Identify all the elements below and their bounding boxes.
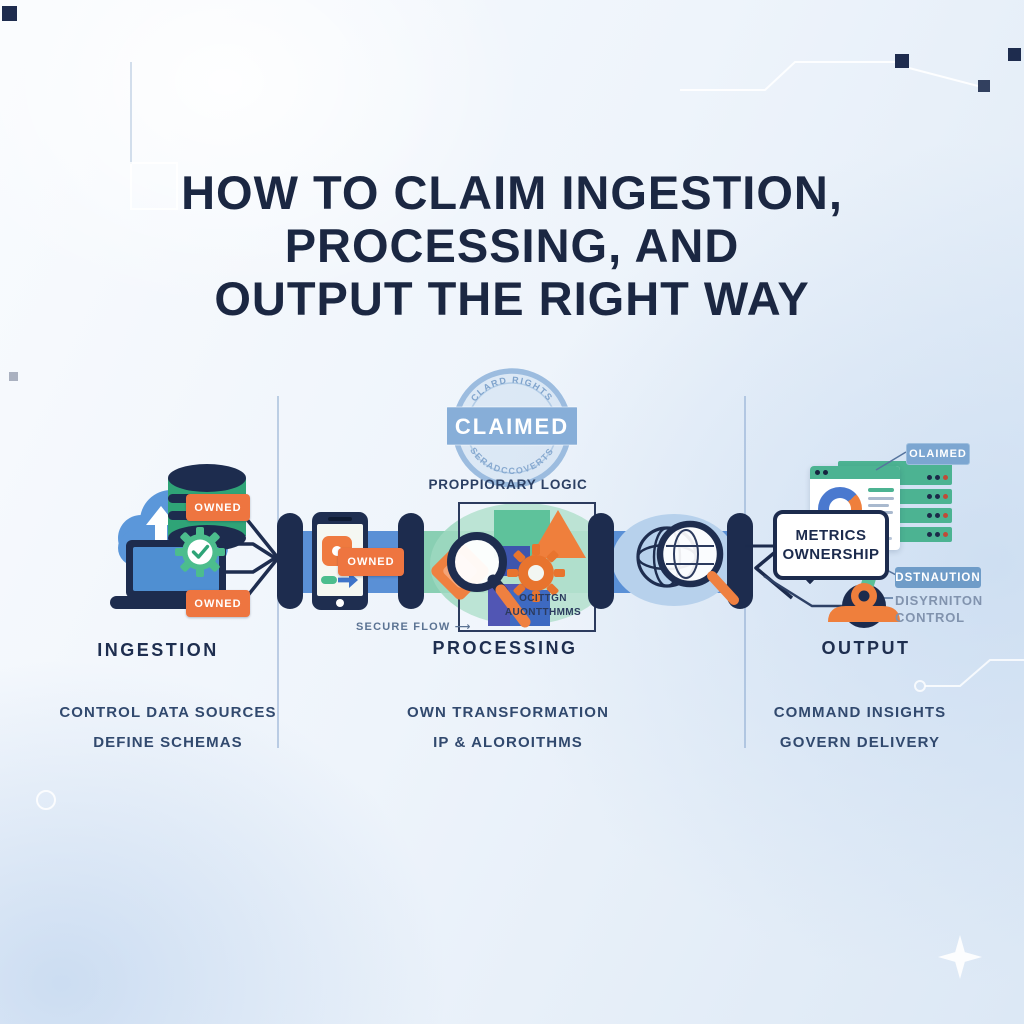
section-desc-processing: OWN TRANSFORMATION IP & ALOROITHMS bbox=[380, 698, 636, 758]
circuit-square-outline-decoration bbox=[130, 162, 178, 210]
owned-tag: OWNED bbox=[186, 590, 250, 617]
app-icon-dot bbox=[332, 546, 342, 556]
stamp-label: CLAIMED bbox=[455, 414, 569, 439]
gear-icon bbox=[507, 544, 565, 602]
circuit-trace-decoration bbox=[680, 48, 1021, 92]
distribution-chip: DSTNAUTION bbox=[895, 567, 981, 588]
desc-line: GOVERN DELIVERY bbox=[779, 734, 941, 751]
circuit-square-decoration bbox=[9, 372, 18, 381]
window-dot bbox=[823, 470, 828, 475]
metrics-bubble-line-1: METRICS bbox=[795, 527, 867, 544]
server-led bbox=[935, 475, 940, 480]
sparkle-icon bbox=[938, 935, 982, 979]
section-desc-output: COMMAND INSIGHTS GOVERN DELIVERY bbox=[732, 698, 988, 758]
verified-gear-icon bbox=[175, 527, 225, 577]
server-led bbox=[943, 475, 948, 480]
screen-pill bbox=[321, 576, 337, 584]
proprietary-logic-label: PROPPIORARY LOGIC bbox=[428, 477, 588, 492]
secure-flow-label: SECURE FLOW ⟶ bbox=[356, 620, 496, 633]
server-led bbox=[943, 494, 948, 499]
server-led bbox=[943, 532, 948, 537]
database-icon bbox=[168, 464, 246, 492]
circuit-node-decoration bbox=[36, 790, 56, 810]
magnifier-icon bbox=[447, 532, 531, 628]
claimed-chip: OLAIMED bbox=[906, 443, 970, 465]
section-desc-ingestion: CONTROL DATA SOURCES DEFINE SCHEMAS bbox=[40, 698, 296, 758]
secure-flow-text: SECURE FLOW bbox=[356, 621, 451, 633]
metrics-ownership-bubble: METRICS OWNERSHIP bbox=[773, 510, 889, 580]
secure-flow-arrow-icon: ⟶ bbox=[454, 621, 471, 633]
owned-tag: OWNED bbox=[338, 548, 404, 576]
desc-line: COMMAND INSIGHTS bbox=[773, 704, 947, 721]
logic-box bbox=[458, 502, 596, 632]
server-led bbox=[927, 494, 932, 499]
server-led bbox=[927, 532, 932, 537]
pipe-cap bbox=[588, 513, 614, 609]
desc-line: CONTROL DATA SOURCES bbox=[59, 704, 277, 721]
dashboard-text-line bbox=[868, 488, 894, 492]
server-led bbox=[943, 513, 948, 518]
logic-caption-line-1: OCITTGN bbox=[519, 593, 567, 604]
metrics-bubble-line-2: OWNERSHIP bbox=[782, 546, 880, 563]
section-label-processing: PROCESSING bbox=[432, 638, 578, 658]
desc-line: OWN TRANSFORMATION bbox=[407, 704, 609, 721]
globe-search-icon bbox=[636, 520, 739, 605]
owned-tag: OWNED bbox=[186, 494, 250, 521]
phone-speaker bbox=[328, 517, 352, 521]
server-led bbox=[935, 532, 940, 537]
title-line-3: OUTPUT THE RIGHT WAY bbox=[214, 272, 810, 325]
logic-caption-line-2: AUONTTHMMS bbox=[504, 607, 582, 618]
page-title: HOW TO CLAIM INGESTION, PROCESSING, AND … bbox=[0, 166, 1024, 325]
distribution-note-line-2: CONTROL bbox=[895, 610, 965, 625]
logic-caption: OCITTGN AUONTTHMMS bbox=[497, 592, 589, 620]
server-led bbox=[935, 494, 940, 499]
distribution-note: DISYRNITON CONTROL bbox=[895, 592, 1005, 626]
section-label-ingestion: INGESTION bbox=[97, 640, 219, 660]
circuit-square-decoration bbox=[2, 6, 17, 21]
title-line-2: PROCESSING, AND bbox=[284, 219, 740, 272]
desc-line: IP & ALOROITHMS bbox=[433, 734, 583, 751]
phone-home-button bbox=[336, 599, 344, 607]
distribution-note-line-1: DISYRNITON bbox=[895, 593, 983, 608]
desc-line: DEFINE SCHEMAS bbox=[93, 734, 243, 751]
server-led bbox=[935, 513, 940, 518]
title-line-1: HOW TO CLAIM INGESTION, bbox=[181, 166, 843, 219]
window-dot bbox=[815, 470, 820, 475]
pipe-cap bbox=[277, 513, 303, 609]
server-led bbox=[927, 475, 932, 480]
claimed-stamp-icon: CLARD RIGHTS SERADCCOVERTS CLAIMED bbox=[447, 368, 577, 488]
circuit-trace-decoration bbox=[914, 659, 1024, 692]
dashboard-text-line bbox=[868, 504, 889, 507]
server-led bbox=[927, 513, 932, 518]
dashboard-text-line bbox=[868, 497, 894, 500]
circuit-line-decoration bbox=[130, 62, 132, 164]
section-label-output: OUTPUT bbox=[821, 638, 911, 658]
